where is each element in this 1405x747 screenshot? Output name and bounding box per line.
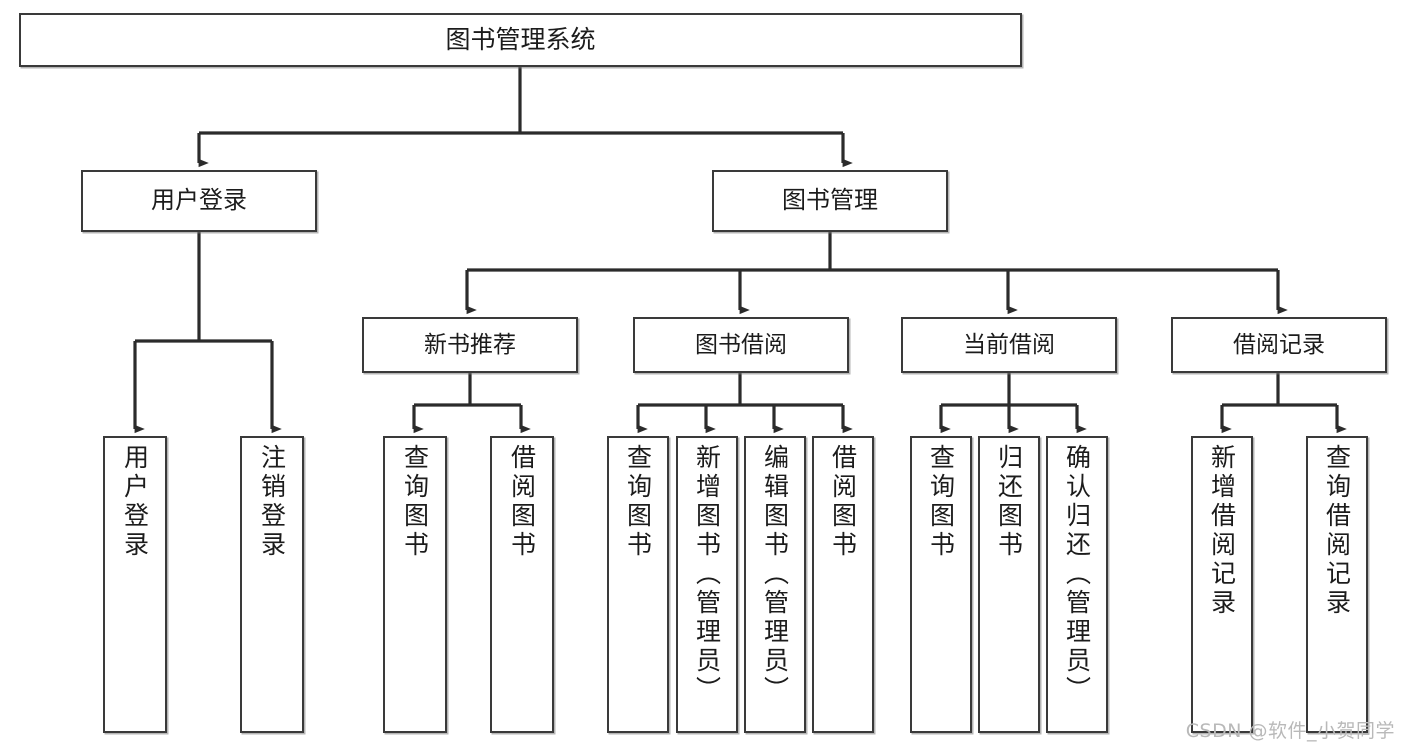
node-leaf-add-book[interactable]: 新增图书（管理员）: [676, 436, 738, 733]
node-leaf-query-book-3[interactable]: 查询图书: [910, 436, 972, 733]
node-book-management-label: 图书管理: [782, 186, 878, 215]
node-book-management[interactable]: 图书管理: [712, 170, 948, 232]
node-leaf-user-login[interactable]: 用户登录: [103, 436, 167, 733]
node-leaf-edit-book[interactable]: 编辑图书（管理员）: [744, 436, 806, 733]
node-leaf-user-logout-label: 注销登录: [257, 444, 287, 560]
node-borrow-record[interactable]: 借阅记录: [1171, 317, 1387, 373]
node-new-book-recommend-label: 新书推荐: [424, 331, 516, 358]
node-leaf-query-book-1-label: 查询图书: [400, 444, 430, 560]
node-leaf-add-record-label: 新增借阅记录: [1207, 444, 1237, 618]
node-new-book-recommend[interactable]: 新书推荐: [362, 317, 578, 373]
node-leaf-return-book-label: 归还图书: [994, 444, 1024, 560]
node-leaf-confirm-return-label: 确认归还（管理员）: [1062, 444, 1092, 705]
node-user-login[interactable]: 用户登录: [81, 170, 317, 232]
node-leaf-user-login-label: 用户登录: [120, 444, 150, 560]
node-leaf-borrow-book-1-label: 借阅图书: [507, 444, 537, 560]
node-leaf-return-book[interactable]: 归还图书: [978, 436, 1040, 733]
node-borrow-record-label: 借阅记录: [1233, 331, 1325, 358]
node-leaf-query-book-1[interactable]: 查询图书: [383, 436, 447, 733]
node-current-borrow[interactable]: 当前借阅: [901, 317, 1117, 373]
node-leaf-add-book-label: 新增图书（管理员）: [692, 444, 722, 705]
node-leaf-borrow-book-1[interactable]: 借阅图书: [490, 436, 554, 733]
node-leaf-query-record-label: 查询借阅记录: [1322, 444, 1352, 618]
csdn-watermark: CSDN @软件_小贺同学: [1185, 720, 1395, 742]
node-leaf-query-book-2-label: 查询图书: [623, 444, 653, 560]
node-leaf-confirm-return[interactable]: 确认归还（管理员）: [1046, 436, 1108, 733]
node-leaf-query-book-2[interactable]: 查询图书: [607, 436, 669, 733]
node-root[interactable]: 图书管理系统: [19, 13, 1022, 67]
node-book-borrow-label: 图书借阅: [695, 331, 787, 358]
node-leaf-edit-book-label: 编辑图书（管理员）: [760, 444, 790, 705]
node-leaf-borrow-book-2-label: 借阅图书: [828, 444, 858, 560]
node-leaf-user-logout[interactable]: 注销登录: [240, 436, 304, 733]
node-leaf-query-book-3-label: 查询图书: [926, 444, 956, 560]
node-leaf-query-record[interactable]: 查询借阅记录: [1306, 436, 1368, 733]
node-current-borrow-label: 当前借阅: [963, 331, 1055, 358]
node-leaf-borrow-book-2[interactable]: 借阅图书: [812, 436, 874, 733]
node-root-label: 图书管理系统: [445, 24, 596, 54]
node-user-login-label: 用户登录: [151, 186, 247, 215]
node-book-borrow[interactable]: 图书借阅: [633, 317, 849, 373]
node-leaf-add-record[interactable]: 新增借阅记录: [1191, 436, 1253, 733]
